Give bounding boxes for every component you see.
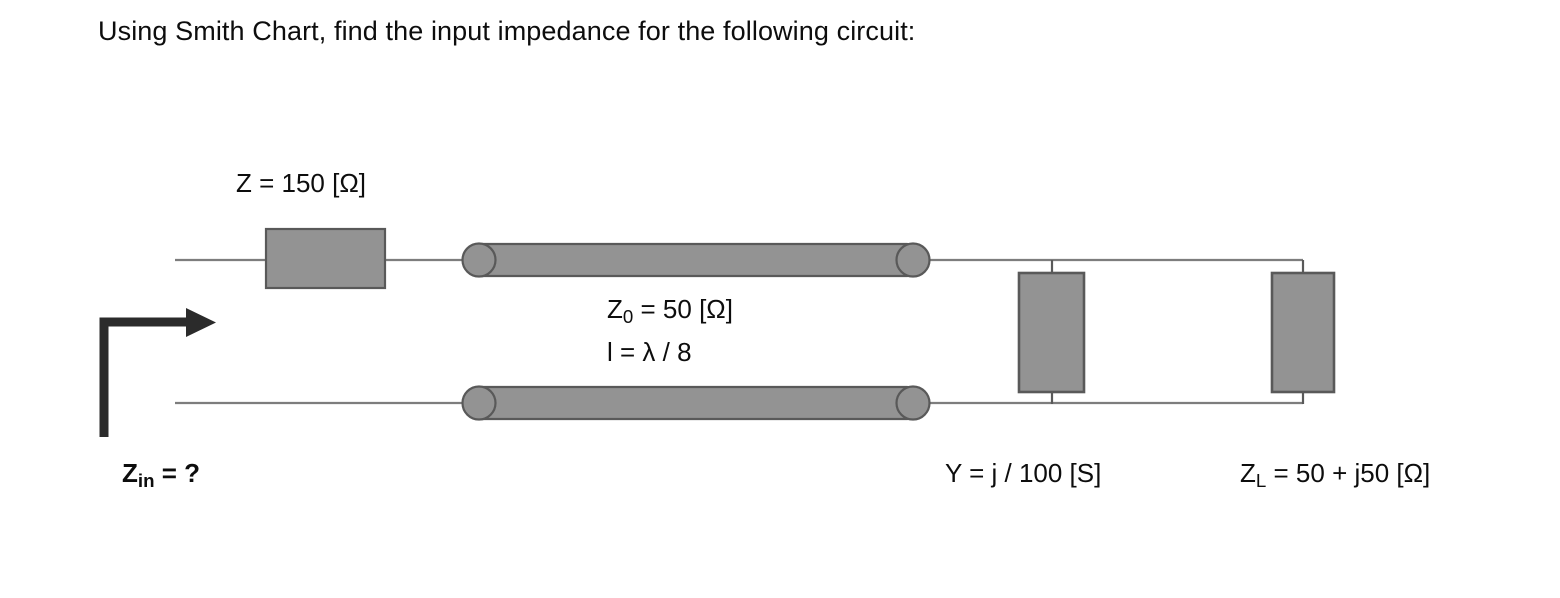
zin-symbol: Z bbox=[122, 458, 138, 488]
zin-subscript: in bbox=[137, 470, 155, 492]
transmission-line-top-left-terminal bbox=[461, 242, 497, 278]
zl-subscript: L bbox=[1255, 470, 1267, 492]
transmission-line-top-right-terminal bbox=[895, 242, 931, 278]
series-impedance-label: Z = 150 [Ω] bbox=[236, 168, 366, 198]
zl-value-text: = 50 + j50 [Ω] bbox=[1266, 458, 1431, 488]
zin-value-text: = ? bbox=[154, 458, 201, 488]
load-impedance-label: ZL = 50 + j50 [Ω] bbox=[1240, 458, 1430, 492]
shunt-admittance-element bbox=[1017, 271, 1086, 394]
input-impedance-label: Zin = ? bbox=[122, 458, 200, 492]
zl-symbol: Z bbox=[1240, 458, 1256, 488]
transmission-line-length-label: l = λ / 8 bbox=[607, 337, 692, 367]
series-impedance-resistor bbox=[264, 227, 387, 290]
input-impedance-arrow bbox=[99, 317, 190, 437]
transmission-line-bottom-right-terminal bbox=[895, 385, 931, 421]
transmission-line-bottom-conductor bbox=[461, 385, 925, 421]
z0-symbol: Z bbox=[607, 294, 623, 324]
transmission-line-bottom-left-terminal bbox=[461, 385, 497, 421]
load-impedance-element bbox=[1270, 271, 1336, 394]
page-title: Using Smith Chart, find the input impeda… bbox=[98, 16, 916, 46]
transmission-line-z0-label: Z0 = 50 [Ω] bbox=[607, 294, 733, 328]
z0-value-text: = 50 [Ω] bbox=[633, 294, 733, 324]
input-impedance-arrowhead bbox=[186, 308, 216, 337]
z0-subscript: 0 bbox=[622, 306, 634, 328]
transmission-line-top-conductor bbox=[461, 242, 925, 278]
shunt-admittance-label: Y = j / 100 [S] bbox=[945, 458, 1102, 488]
